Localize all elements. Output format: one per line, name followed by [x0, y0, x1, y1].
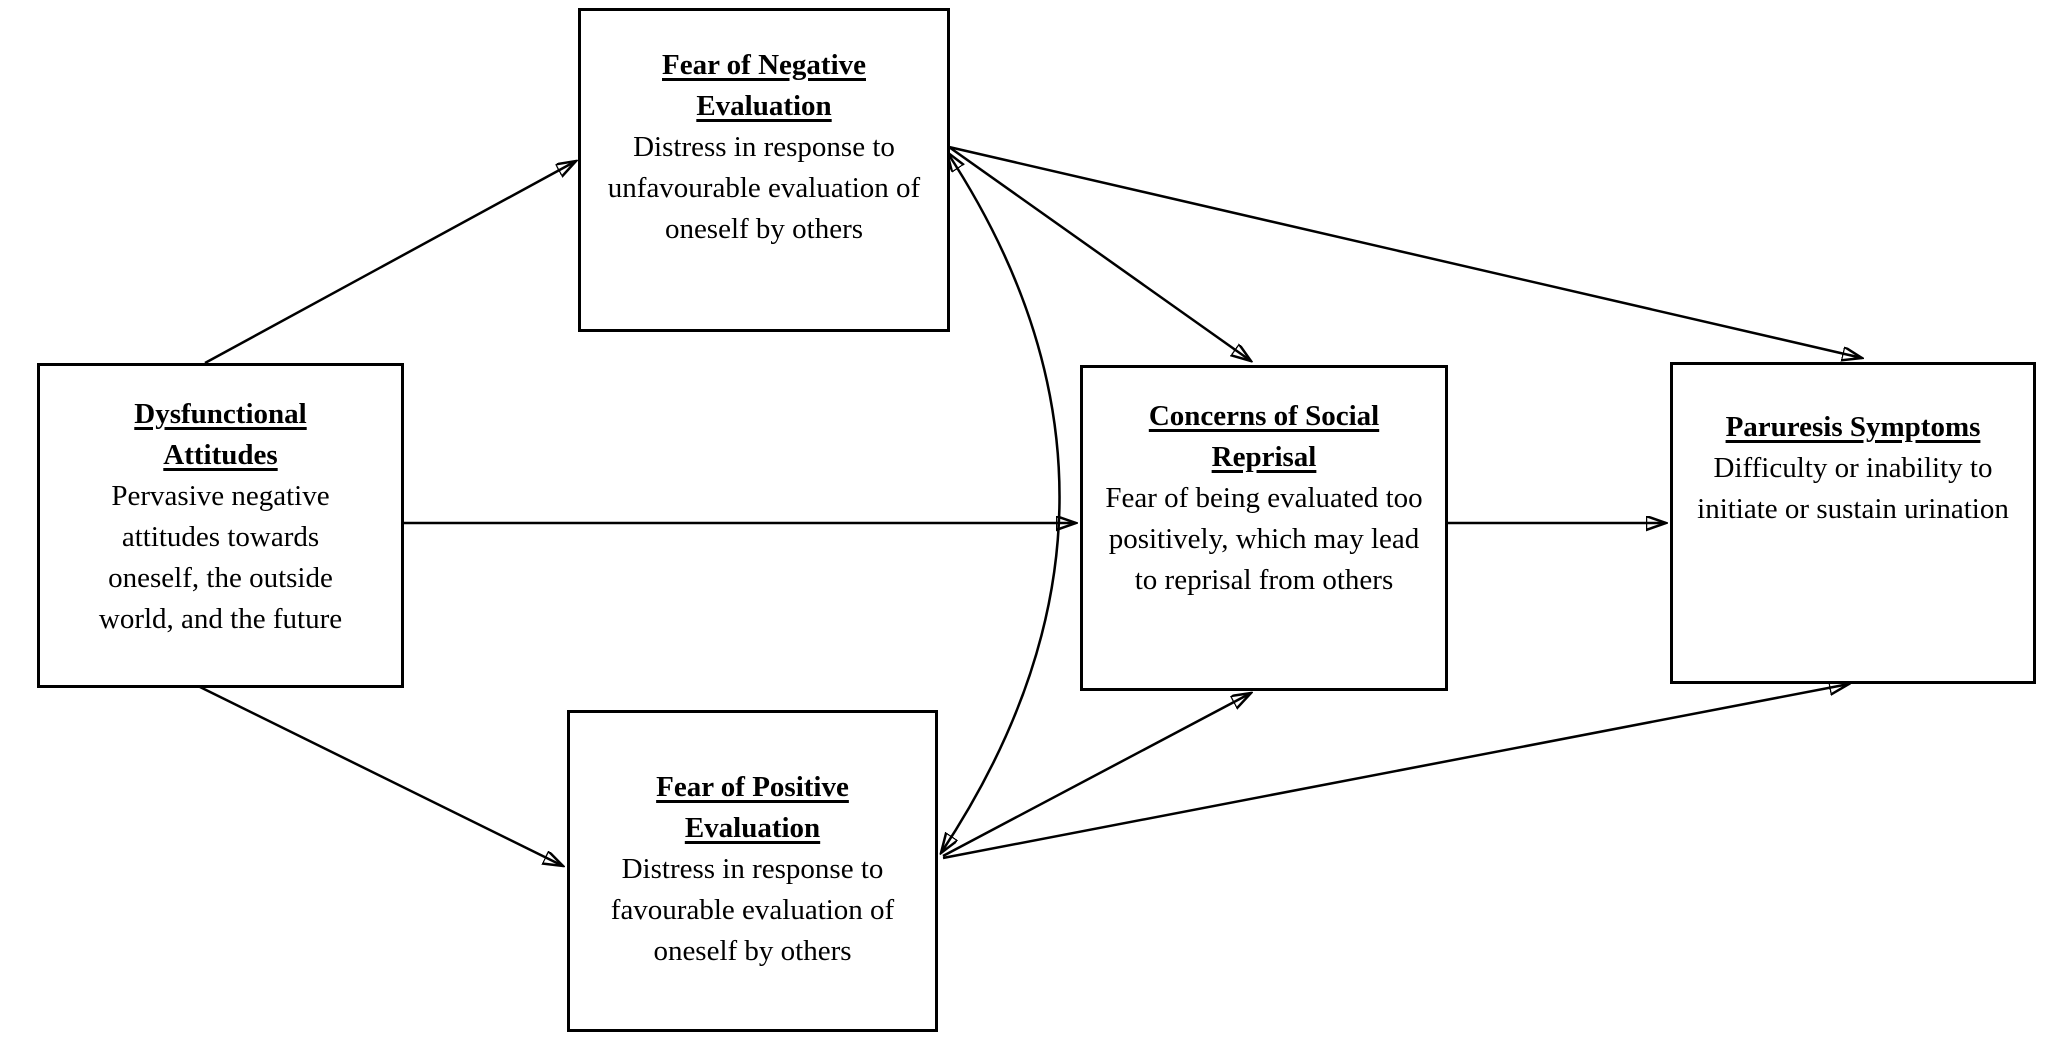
- node-fear-of-positive-evaluation: Fear of Positive Evaluation Distress in …: [567, 710, 938, 1032]
- edge-fear-of-positive-evaluation-to-concerns-of-social-reprisal: [942, 693, 1251, 858]
- node-title: Fear of Positive Evaluation: [656, 771, 849, 844]
- node-description: Pervasive negative attitudes towards one…: [98, 480, 343, 635]
- node-title: Concerns of Social Reprisal: [1148, 400, 1380, 473]
- node-dysfunctional-attitudes: Dysfunctional Attitudes Pervasive negati…: [37, 363, 404, 688]
- node-paruresis-symptoms: Paruresis Symptoms Difficulty or inabili…: [1670, 362, 2036, 684]
- node-title: Paruresis Symptoms: [1725, 411, 1981, 443]
- node-description: Difficulty or inability to initiate or s…: [1697, 452, 2009, 525]
- node-description: Distress in response to unfavourable eva…: [607, 131, 921, 245]
- node-description: Fear of being evaluated too positively, …: [1105, 482, 1423, 596]
- edge-fear-of-negative-evaluation-to-concerns-of-social-reprisal: [948, 145, 1251, 361]
- node-description: Distress in response to favourable evalu…: [610, 853, 895, 967]
- edge-fear-of-negative-evaluation-to-paruresis-symptoms: [948, 145, 1862, 358]
- node-concerns-of-social-reprisal: Concerns of Social Reprisal Fear of bein…: [1080, 365, 1448, 691]
- edge-dysfunctional-attitudes-to-fear-of-negative-evaluation: [204, 161, 576, 365]
- node-title: Fear of Negative Evaluation: [662, 49, 866, 122]
- node-fear-of-negative-evaluation: Fear of Negative Evaluation Distress in …: [578, 8, 950, 332]
- edge-fear-of-negative-evaluation-to-fear-of-positive-evaluation-bidirectional: [941, 152, 1061, 853]
- node-title: Dysfunctional Attitudes: [134, 398, 307, 471]
- edge-fear-of-positive-evaluation-to-paruresis-symptoms: [942, 684, 1849, 860]
- edge-dysfunctional-attitudes-to-fear-of-positive-evaluation: [199, 685, 563, 866]
